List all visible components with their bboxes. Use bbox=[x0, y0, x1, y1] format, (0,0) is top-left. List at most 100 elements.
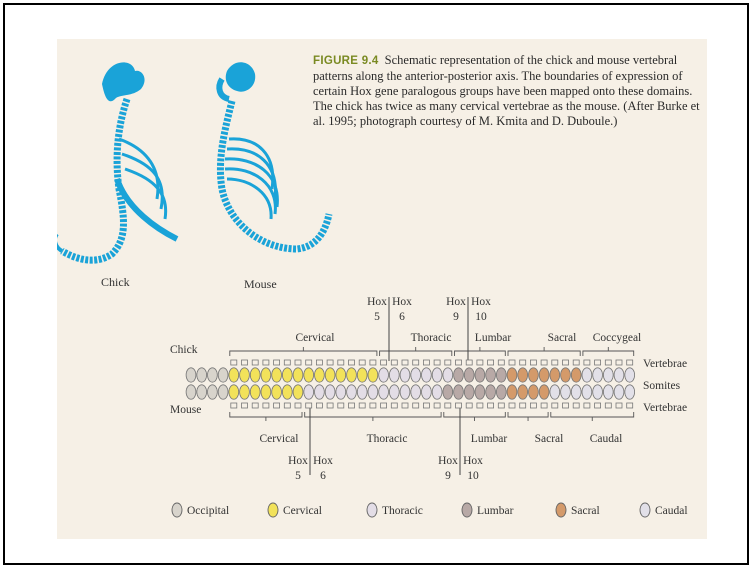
chick-somite bbox=[261, 368, 271, 382]
chick-somite bbox=[336, 368, 346, 382]
chick-vertebra bbox=[370, 360, 376, 365]
legend-label-caudal: Caudal bbox=[655, 505, 688, 517]
chick-vertebra bbox=[627, 360, 633, 365]
chick-somite bbox=[347, 368, 357, 382]
mouse-somite bbox=[218, 385, 228, 399]
chick-vertebra bbox=[434, 360, 440, 365]
chick-somite bbox=[529, 368, 539, 382]
chick-vertebra bbox=[316, 360, 322, 365]
chick-hox-9-label: Hox bbox=[446, 296, 466, 308]
chick-somite bbox=[357, 368, 367, 382]
mouse-somite bbox=[368, 385, 378, 399]
mouse-vertebra bbox=[284, 403, 290, 408]
chick-vertebra bbox=[295, 360, 301, 365]
chick-somite bbox=[614, 368, 624, 382]
mouse-somite bbox=[197, 385, 207, 399]
chick-somite bbox=[475, 368, 485, 382]
chick-somite bbox=[571, 368, 581, 382]
chick-somite bbox=[411, 368, 421, 382]
chick-somite bbox=[218, 368, 228, 382]
mouse-somite bbox=[186, 385, 196, 399]
chick-vertebra bbox=[509, 360, 515, 365]
mouse-somite bbox=[614, 385, 624, 399]
mouse-region-bracket bbox=[551, 412, 634, 421]
mouse-region-bracket bbox=[444, 412, 506, 421]
chick-vertebra bbox=[391, 360, 397, 365]
chick-vertebra bbox=[274, 360, 280, 365]
mouse-somite bbox=[571, 385, 581, 399]
chick-somite bbox=[582, 368, 592, 382]
mouse-somite bbox=[550, 385, 560, 399]
mouse-somite bbox=[240, 385, 250, 399]
chick-vertebra bbox=[563, 360, 569, 365]
chick-somite bbox=[518, 368, 528, 382]
chick-somite bbox=[379, 368, 389, 382]
mouse-somite bbox=[486, 385, 496, 399]
chick-somite bbox=[443, 368, 453, 382]
chick-vertebra bbox=[381, 360, 387, 365]
chick-somite bbox=[550, 368, 560, 382]
chick-vertebra bbox=[584, 360, 590, 365]
chick-vertebra bbox=[466, 360, 472, 365]
mouse-vertebra bbox=[327, 403, 333, 408]
mouse-vertebra bbox=[402, 403, 408, 408]
mouse-vertebra bbox=[563, 403, 569, 408]
legend-label-thoracic: Thoracic bbox=[382, 505, 423, 517]
mouse-vertebra bbox=[605, 403, 611, 408]
chick-vertebra bbox=[306, 360, 312, 365]
mouse-vertebra bbox=[530, 403, 536, 408]
chick-region-thoracic: Thoracic bbox=[411, 332, 452, 344]
chick-vertebra bbox=[520, 360, 526, 365]
chick-somite bbox=[486, 368, 496, 382]
mouse-vertebra bbox=[488, 403, 494, 408]
mouse-vertebra bbox=[520, 403, 526, 408]
chick-vertebra bbox=[338, 360, 344, 365]
chick-region-bracket bbox=[230, 347, 377, 356]
mouse-somite bbox=[496, 385, 506, 399]
mouse-vertebra bbox=[466, 403, 472, 408]
mouse-somite bbox=[315, 385, 325, 399]
mouse-somite bbox=[454, 385, 464, 399]
chick-somite bbox=[464, 368, 474, 382]
legend-swatch-thoracic bbox=[367, 503, 377, 517]
bottom-vertebrae-label: Vertebrae bbox=[643, 402, 687, 414]
chick-vertebra bbox=[573, 360, 579, 365]
mouse-vertebra bbox=[252, 403, 258, 408]
mouse-hox-5-label: Hox bbox=[288, 455, 308, 467]
mouse-somite bbox=[304, 385, 314, 399]
mouse-somite bbox=[518, 385, 528, 399]
mouse-vertebra bbox=[445, 403, 451, 408]
chick-row-label: Chick bbox=[170, 344, 198, 356]
mouse-somite bbox=[529, 385, 539, 399]
chick-somite bbox=[625, 368, 635, 382]
chick-vertebra bbox=[530, 360, 536, 365]
chick-vertebra bbox=[498, 360, 504, 365]
chick-somite bbox=[400, 368, 410, 382]
mouse-somite bbox=[593, 385, 603, 399]
mouse-vertebra bbox=[498, 403, 504, 408]
mouse-vertebra bbox=[274, 403, 280, 408]
mouse-region-cervical: Cervical bbox=[260, 433, 299, 445]
chick-somite bbox=[250, 368, 260, 382]
chick-vertebra bbox=[552, 360, 558, 365]
mouse-vertebra bbox=[573, 403, 579, 408]
chick-vertebra bbox=[402, 360, 408, 365]
chick-hox-6-number: 6 bbox=[399, 311, 405, 323]
mouse-somite bbox=[432, 385, 442, 399]
mouse-somite bbox=[293, 385, 303, 399]
chick-somite bbox=[368, 368, 378, 382]
chick-vertebra bbox=[252, 360, 258, 365]
mouse-vertebra bbox=[359, 403, 365, 408]
chick-somite bbox=[454, 368, 464, 382]
mouse-somite bbox=[347, 385, 357, 399]
mouse-somite bbox=[336, 385, 346, 399]
mouse-vertebra bbox=[595, 403, 601, 408]
chick-somite bbox=[304, 368, 314, 382]
mouse-hox-9-number: 9 bbox=[445, 470, 451, 482]
mouse-somite bbox=[603, 385, 613, 399]
mouse-somites-row bbox=[186, 385, 634, 399]
chick-vertebra bbox=[231, 360, 237, 365]
mouse-vertebra bbox=[391, 403, 397, 408]
